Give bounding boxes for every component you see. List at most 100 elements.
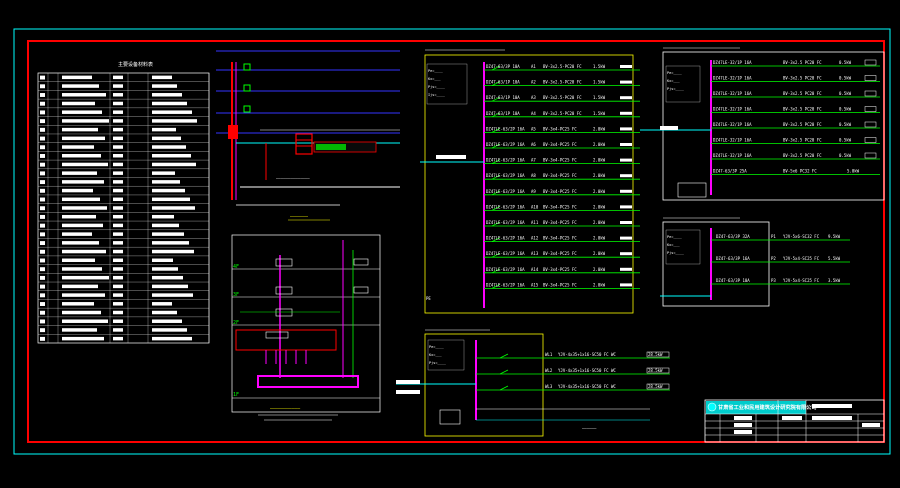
- load-name: [620, 174, 632, 178]
- circuit-label: A5: [531, 126, 536, 131]
- load-box: [864, 137, 877, 143]
- legend-symbol-icon: [40, 145, 45, 150]
- load-label: 0.5kW: [839, 122, 852, 127]
- svg-text:Ijs=____: Ijs=____: [428, 93, 446, 97]
- breaker-label: DZ47-63/3P 10A: [486, 64, 520, 69]
- load-label: 2.0kW: [593, 126, 606, 131]
- load-name: [620, 158, 632, 162]
- legend-table-title: 主要设备材料表: [118, 61, 153, 68]
- load-box: [646, 351, 670, 358]
- circuit-label: P3: [771, 278, 776, 283]
- breaker-label: DZ47-63/1P 10A: [486, 111, 520, 116]
- load-label: 0.5kW: [839, 107, 852, 112]
- legend-symbol-icon: [40, 154, 45, 158]
- load-name: [620, 236, 632, 240]
- legend-symbol-icon: [40, 319, 45, 324]
- load-label: 2.0kW: [593, 267, 606, 272]
- legend-symbol-icon: [40, 171, 45, 176]
- svg-text:Pe=____: Pe=____: [667, 235, 683, 239]
- legend-symbol-icon: [40, 232, 45, 237]
- company-name: 甘肃省工业和民用建筑设计研究院有限公司: [718, 403, 817, 411]
- legend-symbol-icon: [40, 180, 45, 185]
- breaker-label: DZ47LE-63/2P 16A: [486, 173, 525, 178]
- main-panel: Pe=____ Kx=___ Pjs=____ Ijs=____ PE DZ47…: [420, 49, 640, 314]
- load-label: 2.0kW: [593, 236, 606, 241]
- svg-text:——————: ——————: [290, 214, 309, 220]
- svg-text:Pjs=____: Pjs=____: [667, 251, 685, 255]
- svg-text:Pjs=____: Pjs=____: [429, 361, 447, 365]
- load-label: 28.5kW: [648, 368, 663, 373]
- load-name: [620, 252, 632, 256]
- breaker-label: DZ47LE-32/1P 16A: [713, 153, 752, 158]
- legend-symbol-icon: [40, 214, 45, 219]
- load-label: 0.5kW: [839, 138, 852, 143]
- load-label: 2.0kW: [593, 220, 606, 225]
- circuit-label: P2: [771, 256, 776, 261]
- breaker-label: DZ47LE-32/1P 16A: [713, 107, 752, 112]
- cable-label: BV-3x4-PC25 FC: [543, 158, 577, 163]
- legend-symbol-icon: [40, 162, 45, 167]
- cable-label: BV-3x2.5 PC20 FC: [783, 122, 822, 127]
- breaker-label: DZ47-63/3P 16A: [716, 256, 750, 261]
- svg-text:Kx=___: Kx=___: [667, 243, 681, 247]
- circuit-label: A11: [531, 220, 539, 225]
- svg-text:Pjs=____: Pjs=____: [667, 87, 685, 91]
- svg-text:Pe=____: Pe=____: [667, 71, 683, 75]
- breaker-label: DZ47LE-63/2P 16A: [486, 267, 525, 272]
- load-label: 2.0kW: [593, 189, 606, 194]
- load-label: 0.5kW: [839, 60, 852, 65]
- load-name: [620, 267, 632, 271]
- legend-symbol-icon: [40, 293, 45, 298]
- circuit-label: WL1: [545, 352, 553, 357]
- load-name: [620, 111, 632, 115]
- sheet-red-frame: [27, 40, 885, 443]
- circuit-label: A4: [531, 111, 536, 116]
- cable-label: YJV-4x35+1x16-SC50 FC WC: [558, 352, 616, 357]
- legend-symbol-icon: [40, 249, 45, 254]
- legend-table: 主要设备材料表: [37, 61, 210, 344]
- load-name: [620, 80, 632, 84]
- breaker-label: DZ47LE-63/2P 16A: [486, 158, 525, 163]
- circuit-label: A15: [531, 282, 539, 287]
- cable-label: BV-3x2.5-PC20 FC: [543, 64, 582, 69]
- legend-symbol-icon: [40, 127, 45, 132]
- cable-label: YJV-5x4-SC25 FC: [783, 278, 820, 283]
- svg-text:Kx=___: Kx=___: [667, 79, 681, 83]
- circuit-label: A2: [531, 80, 536, 85]
- load-label: 0.5kW: [839, 153, 852, 158]
- cable-label: YJV-4x35+1x16-SC50 FC WC: [558, 384, 616, 389]
- svg-text:Pe=____: Pe=____: [429, 345, 445, 349]
- cable-label: BV-3x4-PC25 FC: [543, 189, 577, 194]
- svg-text:——————————: ——————————: [270, 406, 301, 412]
- svg-text:PE: PE: [426, 296, 431, 301]
- cable-label: BV-3x2.5-PC20 FC: [543, 80, 582, 85]
- load-box: [864, 121, 877, 128]
- load-label: 2.0kW: [593, 282, 606, 287]
- load-box: [864, 90, 877, 97]
- legend-symbol-icon: [40, 336, 45, 341]
- svg-text:Pe=____: Pe=____: [428, 69, 444, 73]
- load-label: 2.0kW: [593, 158, 606, 163]
- cable-label: BV-3x2.5 PC20 FC: [783, 60, 822, 65]
- circuit-label: A9: [531, 189, 536, 194]
- breaker-label: DZ47LE-63/2P 16A: [486, 189, 525, 194]
